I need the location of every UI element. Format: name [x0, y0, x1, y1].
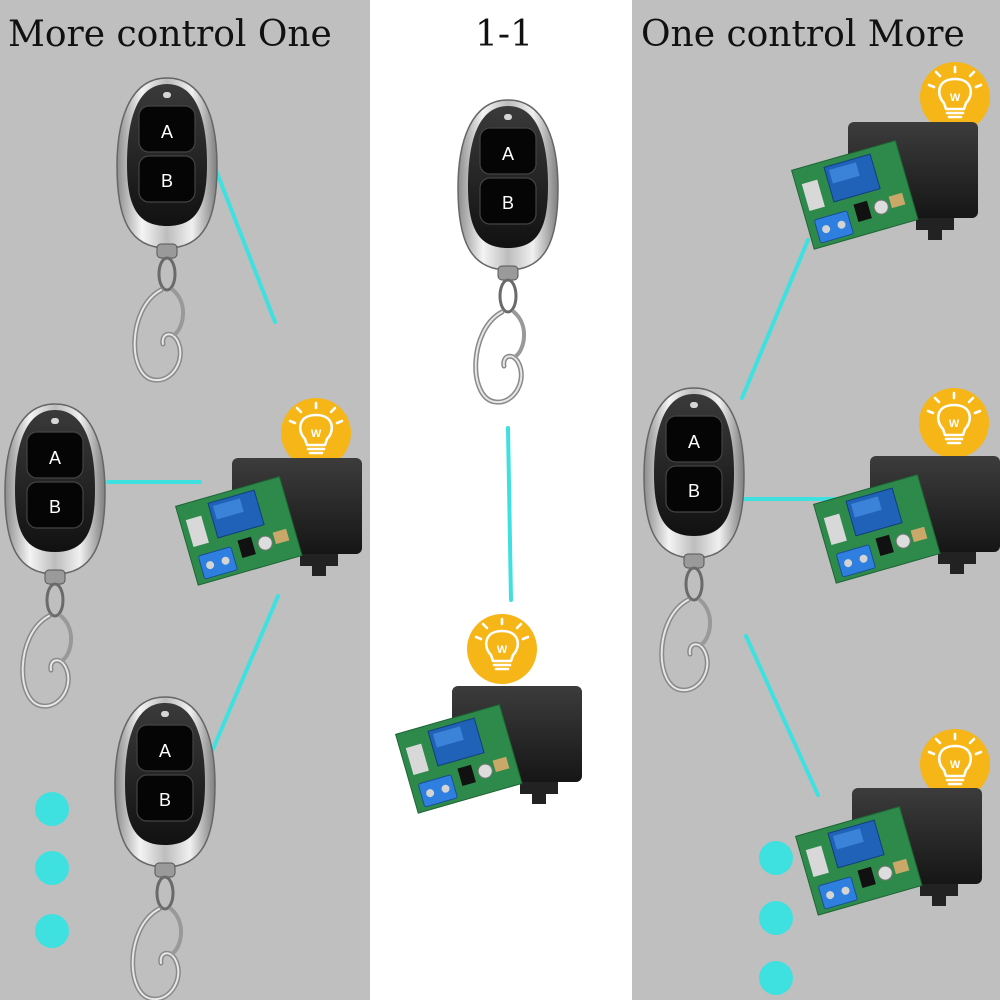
ellipsis-dots-right — [759, 841, 793, 995]
button-a-label: A — [161, 122, 173, 142]
remote-control-icon: A B — [458, 100, 558, 402]
ellipsis-dot-icon — [759, 841, 793, 875]
relay-receiver-icon — [813, 455, 1000, 584]
title-one-control-more: One control More — [641, 14, 965, 55]
relay-receiver-icon — [795, 787, 983, 916]
bulb-symbol: W — [311, 428, 322, 440]
button-a-label: A — [159, 741, 171, 761]
relay-receiver-icon — [395, 685, 583, 814]
light-bulb-icon: W — [465, 612, 539, 686]
bulb-symbol: W — [949, 418, 960, 430]
button-b-label: B — [688, 481, 700, 501]
relay-receiver-icon — [791, 121, 979, 250]
button-b-label: B — [161, 171, 173, 191]
remote-control-icon: A B — [115, 697, 215, 999]
ellipsis-dot-icon — [35, 792, 69, 826]
ellipsis-dot-icon — [35, 914, 69, 948]
connection-lines-left — [106, 158, 280, 758]
ellipsis-dot-icon — [35, 851, 69, 885]
remote-control-icon: A B — [5, 404, 105, 706]
ellipsis-dot-icon — [759, 901, 793, 935]
button-a-label: A — [502, 144, 514, 164]
relay-receiver-icon — [175, 457, 363, 586]
remote-control-icon: A B — [117, 78, 217, 380]
button-b-label: B — [159, 790, 171, 810]
light-bulb-icon: W — [918, 727, 992, 801]
light-bulb-icon: W — [279, 396, 353, 470]
bulb-symbol: W — [950, 759, 961, 771]
remote-control-icon: A B — [644, 388, 744, 690]
title-one-to-one: 1-1 — [475, 14, 533, 55]
connection-lines-middle — [506, 426, 513, 602]
light-bulb-icon: W — [917, 386, 991, 460]
button-b-label: B — [502, 193, 514, 213]
connection-lines-right — [740, 238, 848, 797]
button-a-label: A — [49, 448, 61, 468]
ellipsis-dot-icon — [759, 961, 793, 995]
button-b-label: B — [49, 497, 61, 517]
bulb-symbol: W — [497, 644, 508, 656]
bulb-symbol: W — [950, 92, 961, 104]
ellipsis-dots-left — [35, 792, 69, 948]
light-bulb-icon: W — [918, 60, 992, 134]
title-more-control-one: More control One — [8, 14, 332, 55]
button-a-label: A — [688, 432, 700, 452]
